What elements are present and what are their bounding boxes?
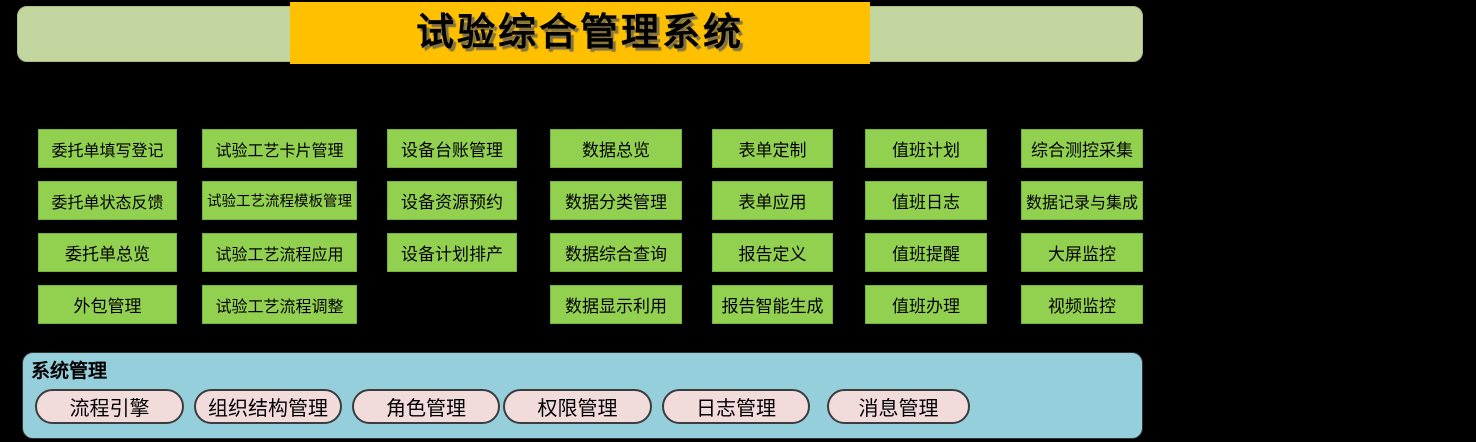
system-button[interactable]: 流程引擎 [35, 389, 184, 424]
page-title: 试验综合管理系统 [415, 12, 744, 54]
system-button[interactable]: 权限管理 [503, 389, 652, 424]
module-button[interactable]: 设备计划排产 [387, 233, 517, 272]
module-column-7: 综合测控采集数据记录与集成大屏监控视频监控 [1021, 129, 1143, 324]
module-button[interactable]: 值班计划 [865, 129, 987, 168]
module-button[interactable]: 数据分类管理 [550, 181, 682, 220]
module-column-3: 设备台账管理设备资源预约设备计划排产 [387, 129, 517, 272]
module-button[interactable]: 委托单填写登记 [38, 129, 177, 168]
module-button[interactable]: 数据记录与集成 [1021, 181, 1143, 220]
module-button[interactable]: 表单应用 [712, 181, 833, 220]
module-button[interactable]: 报告定义 [712, 233, 833, 272]
system-management-label: 系统管理 [31, 361, 108, 382]
module-button[interactable]: 大屏监控 [1021, 233, 1143, 272]
module-button[interactable]: 综合测控采集 [1021, 129, 1143, 168]
system-button[interactable]: 日志管理 [662, 389, 810, 424]
module-button[interactable]: 试验工艺流程应用 [202, 233, 357, 272]
module-column-1: 委托单填写登记委托单状态反馈委托单总览外包管理 [38, 129, 177, 324]
module-column-5: 表单定制表单应用报告定义报告智能生成 [712, 129, 833, 324]
module-button[interactable]: 设备资源预约 [387, 181, 517, 220]
module-column-4: 数据总览数据分类管理数据综合查询数据显示利用 [550, 129, 682, 324]
module-button[interactable]: 报告智能生成 [712, 285, 833, 324]
module-button[interactable]: 表单定制 [712, 129, 833, 168]
module-button[interactable]: 数据显示利用 [550, 285, 682, 324]
module-button[interactable]: 试验工艺流程调整 [202, 285, 357, 324]
module-column-2: 试验工艺卡片管理试验工艺流程模板管理试验工艺流程应用试验工艺流程调整 [202, 129, 357, 324]
module-button[interactable]: 外包管理 [38, 285, 177, 324]
module-button[interactable]: 值班日志 [865, 181, 987, 220]
module-button[interactable]: 视频监控 [1021, 285, 1143, 324]
module-button[interactable]: 值班提醒 [865, 233, 987, 272]
system-button[interactable]: 角色管理 [352, 389, 500, 424]
module-button[interactable]: 委托单总览 [38, 233, 177, 272]
module-column-6: 值班计划值班日志值班提醒值班办理 [865, 129, 987, 324]
module-button[interactable]: 委托单状态反馈 [38, 181, 177, 220]
module-button[interactable]: 数据综合查询 [550, 233, 682, 272]
module-button[interactable]: 数据总览 [550, 129, 682, 168]
system-button[interactable]: 组织结构管理 [194, 389, 342, 424]
module-button[interactable]: 试验工艺卡片管理 [202, 129, 357, 168]
module-button[interactable]: 试验工艺流程模板管理 [202, 181, 357, 220]
module-button[interactable]: 设备台账管理 [387, 129, 517, 168]
module-button[interactable]: 值班办理 [865, 285, 987, 324]
title-block: 试验综合管理系统 [290, 2, 870, 64]
system-button[interactable]: 消息管理 [827, 389, 970, 424]
